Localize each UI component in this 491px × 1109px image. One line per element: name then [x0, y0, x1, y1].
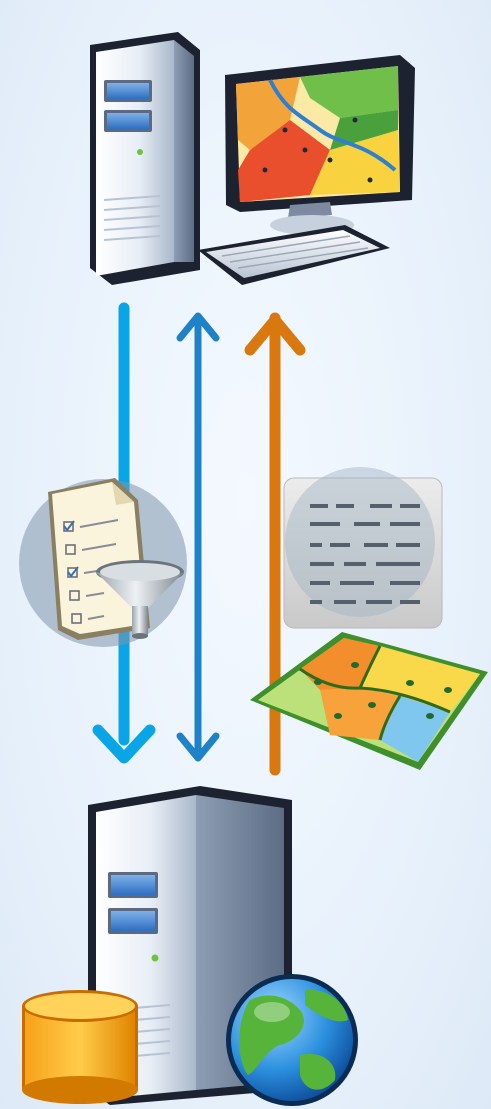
client-keyboard — [198, 225, 390, 285]
client-monitor — [225, 55, 415, 235]
filter-document-icon — [19, 478, 187, 647]
client-tower — [90, 32, 200, 285]
map-data-icon — [250, 467, 488, 770]
server-icon — [22, 786, 358, 1106]
database-icon — [22, 990, 138, 1104]
two-way-exchange-arrow — [180, 316, 216, 758]
globe-icon — [226, 974, 358, 1106]
client-computer-icon — [90, 32, 415, 285]
